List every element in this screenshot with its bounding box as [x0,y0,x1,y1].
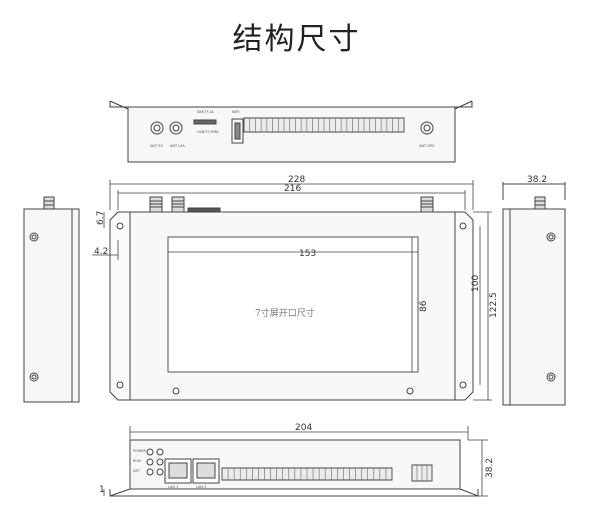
dim-label-100: 100 [471,275,481,292]
svg-text:ANT 5G: ANT 5G [150,144,163,148]
dim-label-6-7: 6.7 [96,211,106,225]
dim-label-86: 86 [419,300,429,312]
dim-label-153: 153 [299,249,316,259]
antenna-connector [420,121,434,135]
svg-text:LAN 2: LAN 2 [196,485,206,489]
antenna-connector [169,121,183,135]
dim-label-1: 1 [99,485,105,495]
svg-text:WIFI: WIFI [232,110,240,114]
top-body [127,106,456,163]
svg-text:ANT GPS: ANT GPS [419,144,435,148]
sim-slot [193,119,217,125]
front-view [109,196,474,401]
screen-opening [167,236,419,373]
right-side-view [502,182,566,406]
left-side-view [23,196,80,403]
dim-label-216: 216 [284,184,301,194]
svg-text:SIM/TF-AL: SIM/TF-AL [197,110,214,114]
screen-label: 7寸屏开口尺寸 [255,307,315,319]
svg-text:RUN: RUN [133,459,141,463]
dim-228 [109,180,474,210]
dim-label-228: 228 [288,175,305,185]
svg-text:POWER: POWER [133,449,147,453]
svg-text:ANT LEA: ANT LEA [170,144,185,148]
page-title: 结构尺寸 [232,22,361,57]
dim-label-38-2-bottom: 38.2 [485,458,495,478]
svg-text:NET: NET [133,469,141,473]
antenna-connector [150,121,164,135]
svg-text:LAN 1: LAN 1 [168,485,178,489]
top-view [109,100,473,163]
dim-label-38-2-side: 38.2 [527,175,547,185]
dim-label-4-2: 4.2 [94,247,108,257]
svg-text:USB/TF-MINI: USB/TF-MINI [197,130,218,134]
usb-port [231,118,244,144]
bottom-view [103,426,488,497]
dim-label-122-5: 122.5 [489,292,499,318]
dim-label-204: 204 [295,423,312,433]
